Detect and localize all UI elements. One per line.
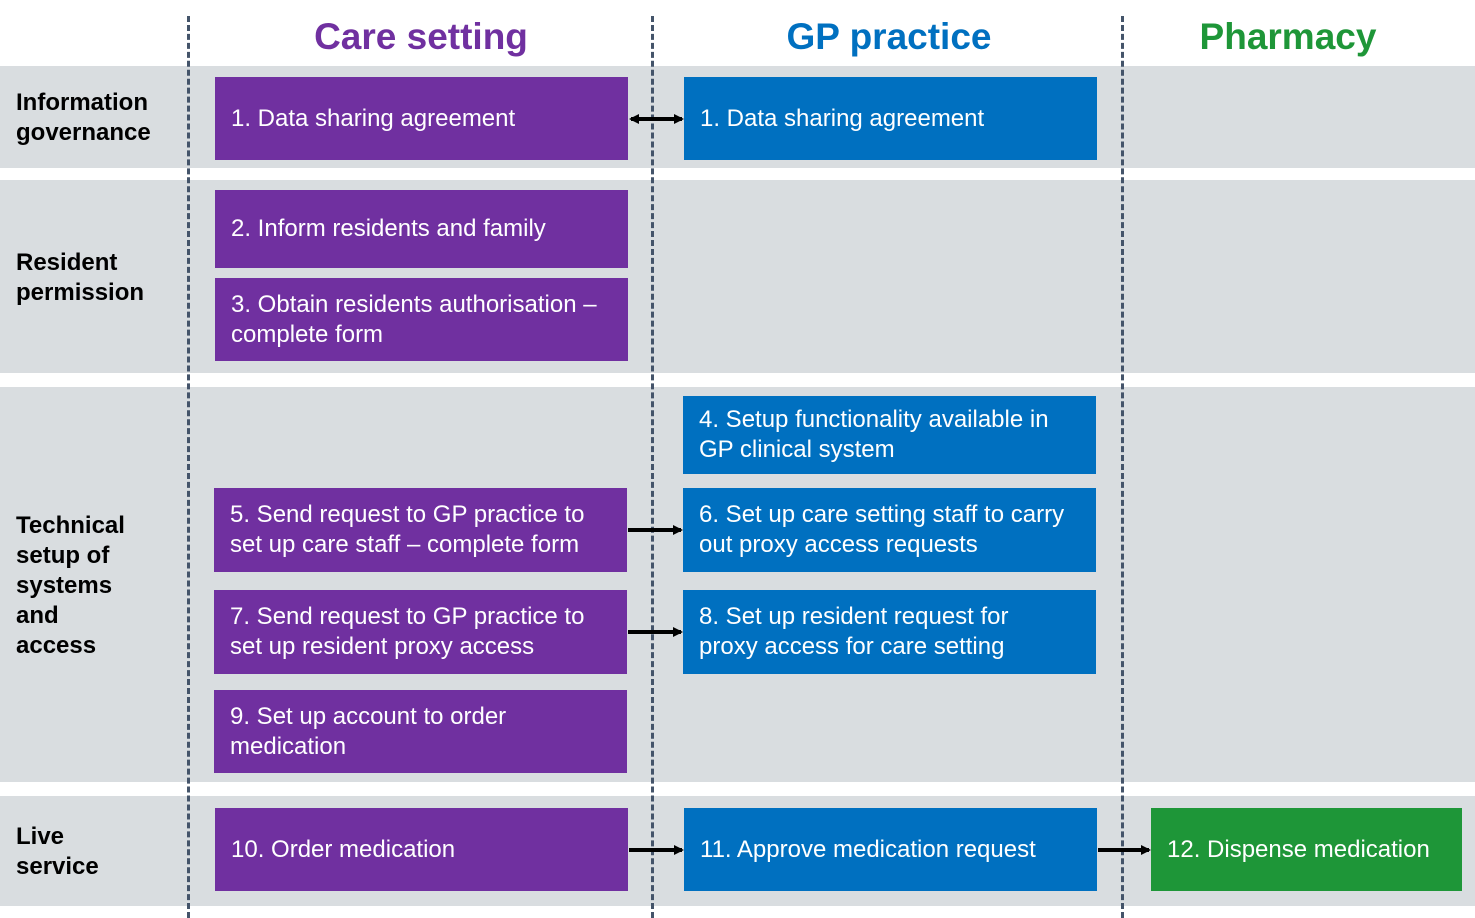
step-label: 12. Dispense medication: [1167, 835, 1430, 863]
step-11-approve-medication: 11. Approve medication request: [684, 808, 1097, 891]
row-label-technical-setup: Technical setup of systems and access: [16, 512, 125, 659]
column-header-gp-practice: GP practice: [786, 16, 992, 57]
step-8-set-up-resident-request: 8. Set up resident request for proxy acc…: [683, 590, 1096, 674]
step-5-send-request-care-staff: 5. Send request to GP practice to set up…: [214, 488, 627, 572]
step-label: 3. Obtain residents authorisation – comp…: [231, 290, 597, 348]
row-label-information-governance: Information governance: [16, 89, 151, 146]
step-label: 7. Send request to GP practice to set up…: [230, 603, 585, 660]
step-label: 6. Set up care setting staff to carry ou…: [699, 501, 1065, 558]
step-6-set-up-care-staff: 6. Set up care setting staff to carry ou…: [683, 488, 1096, 572]
step-12-dispense-medication: 12. Dispense medication: [1151, 808, 1462, 891]
row-label-live-service: Live service: [16, 823, 99, 880]
step-4-setup-functionality: 4. Setup functionality available in GP c…: [683, 396, 1096, 474]
step-label: 5. Send request to GP practice to set up…: [230, 501, 585, 558]
step-label: 8. Set up resident request for proxy acc…: [699, 603, 1009, 660]
column-divider-left: [187, 16, 190, 918]
step-label: 9. Set up account to order medication: [230, 702, 507, 760]
step-1-gp-data-sharing: 1. Data sharing agreement: [684, 77, 1097, 160]
step-1-care-data-sharing: 1. Data sharing agreement: [215, 77, 628, 160]
step-2-inform-residents: 2. Inform residents and family: [215, 190, 628, 268]
step-3-obtain-authorisation: 3. Obtain residents authorisation – comp…: [215, 278, 628, 361]
step-10-order-medication: 10. Order medication: [215, 808, 628, 891]
row-label-resident-permission: Resident permission: [16, 249, 145, 306]
column-header-care-setting: Care setting: [314, 16, 528, 57]
step-7-send-request-proxy: 7. Send request to GP practice to set up…: [214, 590, 627, 674]
step-label: 11. Approve medication request: [700, 835, 1036, 863]
step-label: 4. Setup functionality available in GP c…: [699, 406, 1049, 463]
step-label: 1. Data sharing agreement: [231, 104, 516, 132]
step-9-set-up-account: 9. Set up account to order medication: [214, 690, 627, 773]
column-divider-right: [1121, 16, 1124, 918]
step-label: 2. Inform residents and family: [231, 215, 546, 242]
column-divider-middle: [651, 16, 654, 918]
step-label: 10. Order medication: [231, 835, 456, 863]
step-label: 1. Data sharing agreement: [700, 104, 985, 132]
column-header-pharmacy: Pharmacy: [1199, 16, 1377, 57]
